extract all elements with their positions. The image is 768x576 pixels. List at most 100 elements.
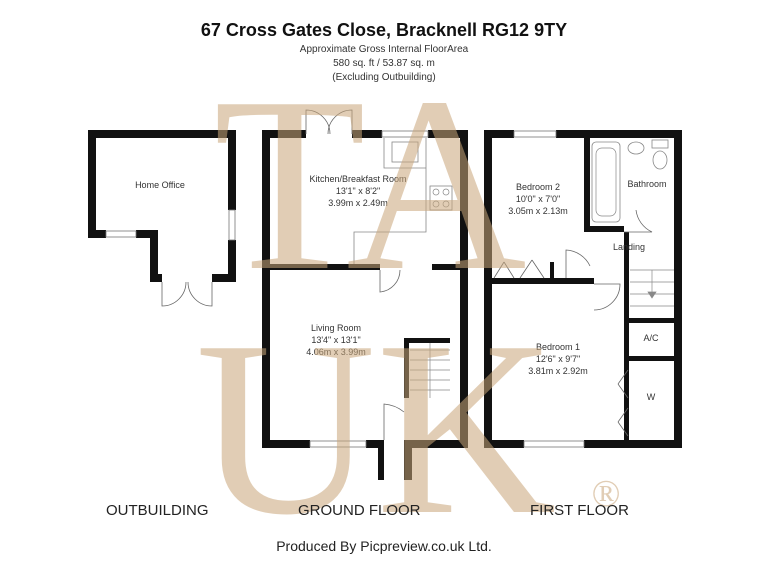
room-label-ac: A/C — [643, 333, 659, 343]
wall — [404, 338, 450, 343]
wall — [584, 226, 624, 232]
wall — [212, 274, 236, 282]
window — [523, 440, 585, 448]
wall — [88, 130, 236, 138]
floor-label-outbuilding: OUTBUILDING — [106, 502, 209, 519]
room-label-bathroom: Bathroom — [627, 179, 666, 189]
ground-floor-plan: Kitchen/Breakfast Room 13'1" x 8'2" 3.99… — [262, 109, 468, 480]
room-size-bedroom2-metric: 3.05m x 2.13m — [508, 206, 568, 216]
wall — [460, 130, 468, 448]
room-size-kitchen-metric: 3.99m x 2.49m — [328, 198, 388, 208]
wall — [88, 230, 106, 238]
room-size-kitchen-imperial: 13'1" x 8'2" — [336, 186, 380, 196]
room-label-kitchen: Kitchen/Breakfast Room — [309, 174, 406, 184]
door-swing — [379, 269, 401, 293]
watermark-text-bottom: UK — [195, 290, 556, 567]
wall — [88, 130, 96, 238]
watermark-text-top: TA — [213, 46, 526, 323]
wall — [624, 232, 629, 442]
area-note: (Excluding Outbuilding) — [332, 72, 436, 83]
room-label-bedroom2: Bedroom 2 — [516, 182, 560, 192]
wall — [150, 230, 158, 282]
first-floor-plan: Bedroom 2 10'0" x 7'0" 3.05m x 2.13m Bat… — [484, 130, 682, 448]
wall — [432, 264, 468, 270]
wall — [624, 318, 682, 323]
room-label-bedroom1: Bedroom 1 — [536, 342, 580, 352]
bath-icon — [591, 141, 621, 223]
area-title: Approximate Gross Internal FloorArea — [299, 44, 469, 55]
wall — [484, 440, 524, 448]
room-label-landing: Landing — [613, 242, 645, 252]
wall — [378, 440, 384, 480]
watermark-registered-mark: ® — [592, 473, 621, 515]
wall — [366, 440, 380, 448]
floor-label-first: FIRST FLOOR — [530, 502, 629, 519]
wall — [484, 278, 594, 284]
wall — [584, 138, 590, 228]
room-label-home-office: Home Office — [135, 180, 185, 190]
produced-by: Produced By Picpreview.co.uk Ltd. — [276, 538, 492, 554]
door-swing — [305, 109, 331, 135]
hob-ring — [442, 188, 450, 196]
wall — [404, 440, 468, 448]
room-label-wardrobe: W — [647, 392, 656, 402]
wall — [624, 356, 682, 361]
hob-ring — [432, 188, 440, 196]
window — [381, 130, 429, 138]
door-swing — [383, 403, 405, 440]
door-swing — [161, 281, 187, 307]
hob-icon — [429, 185, 453, 211]
wardrobe-door — [519, 259, 545, 279]
wall — [262, 440, 310, 448]
wall — [584, 440, 682, 448]
wall — [428, 130, 468, 138]
watermark-logo: TA UK ® — [195, 46, 620, 567]
wall — [136, 230, 158, 238]
page-title: 67 Cross Gates Close, Bracknell RG12 9TY — [200, 20, 568, 40]
room-size-bedroom1-imperial: 12'6" x 9'7" — [536, 354, 580, 364]
room-size-living-imperial: 13'4" x 13'1" — [311, 335, 360, 345]
door-swing — [624, 209, 653, 233]
door-swing — [565, 249, 591, 278]
worktop — [383, 138, 426, 169]
wall — [228, 240, 236, 282]
worktop — [353, 138, 427, 264]
stairs-icon — [630, 269, 674, 307]
hob-ring — [432, 200, 440, 208]
floor-label-ground: GROUND FLOOR — [298, 502, 421, 519]
room-size-bedroom1-metric: 3.81m x 2.92m — [528, 366, 588, 376]
wall — [228, 130, 236, 210]
wall — [404, 440, 412, 480]
wall — [484, 130, 492, 448]
basin-icon — [627, 141, 645, 155]
door-swing — [187, 281, 213, 307]
wall — [262, 130, 270, 448]
toilet-icon — [652, 150, 668, 170]
wall — [484, 130, 514, 138]
hob-ring — [442, 200, 450, 208]
toilet-cistern — [651, 139, 669, 149]
sink-icon — [391, 141, 419, 163]
wardrobe-door — [617, 369, 629, 399]
wardrobe-door — [493, 261, 515, 279]
wall — [262, 264, 380, 270]
outbuilding-plan: Home Office — [88, 130, 236, 307]
area-value: 580 sq. ft / 53.87 sq. m — [333, 58, 435, 69]
window — [228, 209, 236, 241]
room-label-living: Living Room — [311, 323, 361, 333]
window — [105, 230, 137, 238]
wall — [404, 338, 409, 398]
room-size-living-metric: 4.06m x 3.99m — [306, 347, 366, 357]
room-size-bedroom2-imperial: 10'0" x 7'0" — [516, 194, 560, 204]
wall — [674, 130, 682, 448]
wall — [556, 130, 682, 138]
stairs-icon — [410, 343, 450, 398]
door-swing — [327, 109, 353, 135]
wall — [352, 130, 382, 138]
door-swing — [593, 283, 621, 311]
bath-inner — [595, 147, 617, 217]
window — [309, 440, 367, 448]
wall — [262, 130, 306, 138]
wardrobe-door — [617, 407, 629, 437]
